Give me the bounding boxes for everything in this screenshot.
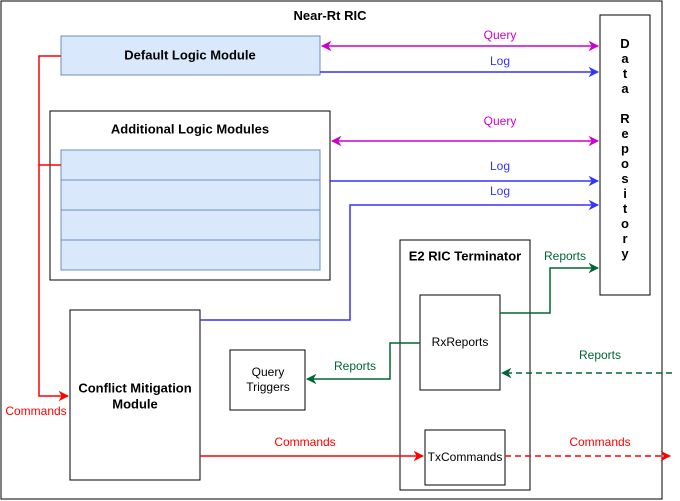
additional-logic-label: Additional Logic Modules	[111, 121, 269, 136]
e2-terminator-label: E2 RIC Terminator	[409, 248, 521, 263]
rx-reports-box[interactable]: RxReports	[419, 294, 501, 391]
commands-label-left: Commands	[5, 404, 66, 418]
reports-label-external: Reports	[579, 348, 621, 362]
module-slot-1	[60, 149, 321, 181]
conflict-mitigation-label-2: Module	[112, 396, 158, 411]
data-repository-letter: t	[623, 66, 628, 81]
module-slot-4	[60, 239, 321, 271]
conflict-mitigation-module[interactable]: Conflict Mitigation Module	[69, 309, 201, 481]
ric-title: Near-Rt RIC	[294, 8, 368, 23]
log-label-conflict: Log	[490, 184, 510, 198]
data-repository-letter: e	[621, 126, 628, 141]
data-repository-letter: s	[621, 171, 628, 186]
ric-container	[0, 0, 663, 500]
log-label-additional: Log	[490, 159, 510, 173]
commands-label-external: Commands	[569, 435, 630, 449]
reports-label-rx-to-repo: Reports	[544, 249, 586, 263]
log-label-default: Log	[490, 54, 510, 68]
data-repository-letter: a	[621, 81, 629, 96]
query-label-additional: Query	[484, 114, 517, 128]
commands-label-internal: Commands	[274, 435, 335, 449]
reports-edge-rx-to-repo	[500, 262, 600, 314]
query-triggers-box[interactable]: Query Triggers	[229, 349, 306, 411]
tx-commands-label: TxCommands	[428, 450, 503, 464]
module-slot-2	[60, 179, 321, 211]
log-edge-conflict	[200, 199, 600, 321]
data-repository-letter: a	[621, 51, 629, 66]
data-repository-letter: r	[622, 231, 627, 246]
commands-edge-left-default	[38, 55, 70, 402]
data-repository-letter: o	[621, 156, 629, 171]
module-slot-3	[60, 209, 321, 241]
data-repository-letter: o	[621, 216, 629, 231]
data-repository-letter: D	[620, 36, 629, 51]
default-logic-label: Default Logic Module	[124, 47, 255, 62]
reports-edge-rx-to-query	[305, 342, 420, 385]
rx-reports-label: RxReports	[432, 335, 489, 349]
conflict-mitigation-label-1: Conflict Mitigation	[78, 380, 191, 395]
query-triggers-label-1: Query	[252, 365, 285, 379]
reports-label-rx-to-query: Reports	[334, 359, 376, 373]
data-repository-letter: p	[621, 141, 629, 156]
data-repository-letter: y	[621, 246, 629, 261]
default-logic-module[interactable]: Default Logic Module	[60, 35, 321, 76]
query-label-default: Query	[484, 28, 517, 42]
tx-commands-box[interactable]: TxCommands	[424, 429, 506, 486]
query-triggers-label-2: Triggers	[246, 380, 290, 394]
data-repository-letter: t	[623, 201, 628, 216]
data-repository-letter: i	[623, 186, 627, 201]
additional-logic-modules[interactable]: Additional Logic Modules	[49, 110, 331, 281]
data-repository-letter: R	[620, 111, 630, 126]
